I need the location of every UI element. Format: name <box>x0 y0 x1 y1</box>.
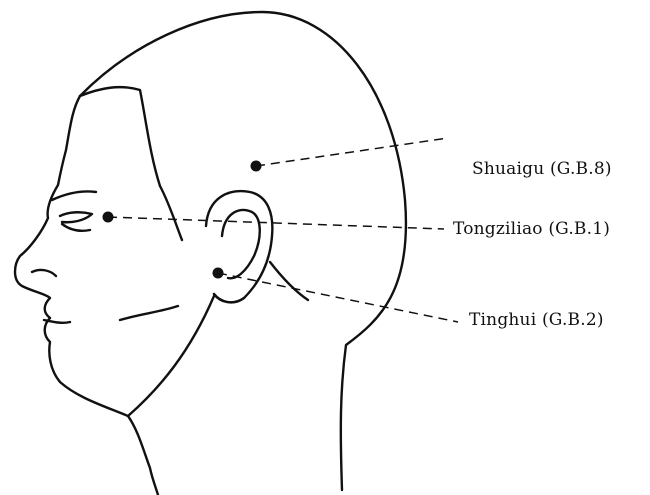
eyelid <box>62 224 90 231</box>
neck-crease <box>270 262 308 300</box>
leader-line-tinghui <box>218 273 458 322</box>
acupoint-tongziliao-marker <box>103 212 114 223</box>
earlobe <box>214 294 244 302</box>
cheek-line <box>120 306 178 320</box>
leader-line-shuaigu <box>256 138 448 166</box>
nostril <box>32 270 56 276</box>
ear-inner <box>222 210 260 278</box>
acupoint-shuaigu-marker <box>251 161 262 172</box>
face-profile <box>15 96 158 495</box>
eye <box>60 212 92 222</box>
hairline <box>80 87 160 186</box>
label-tongziliao: Tongziliao (G.B.1) <box>453 219 610 239</box>
eyebrow <box>52 191 96 200</box>
sideburn <box>160 186 182 240</box>
ear-outer <box>206 191 272 302</box>
label-shuaigu: Shuaigu (G.B.8) <box>472 159 612 179</box>
acupoint-tinghui-marker <box>213 268 224 279</box>
leader-line-tongziliao <box>108 217 444 229</box>
label-tinghui: Tinghui (G.B.2) <box>469 310 604 330</box>
